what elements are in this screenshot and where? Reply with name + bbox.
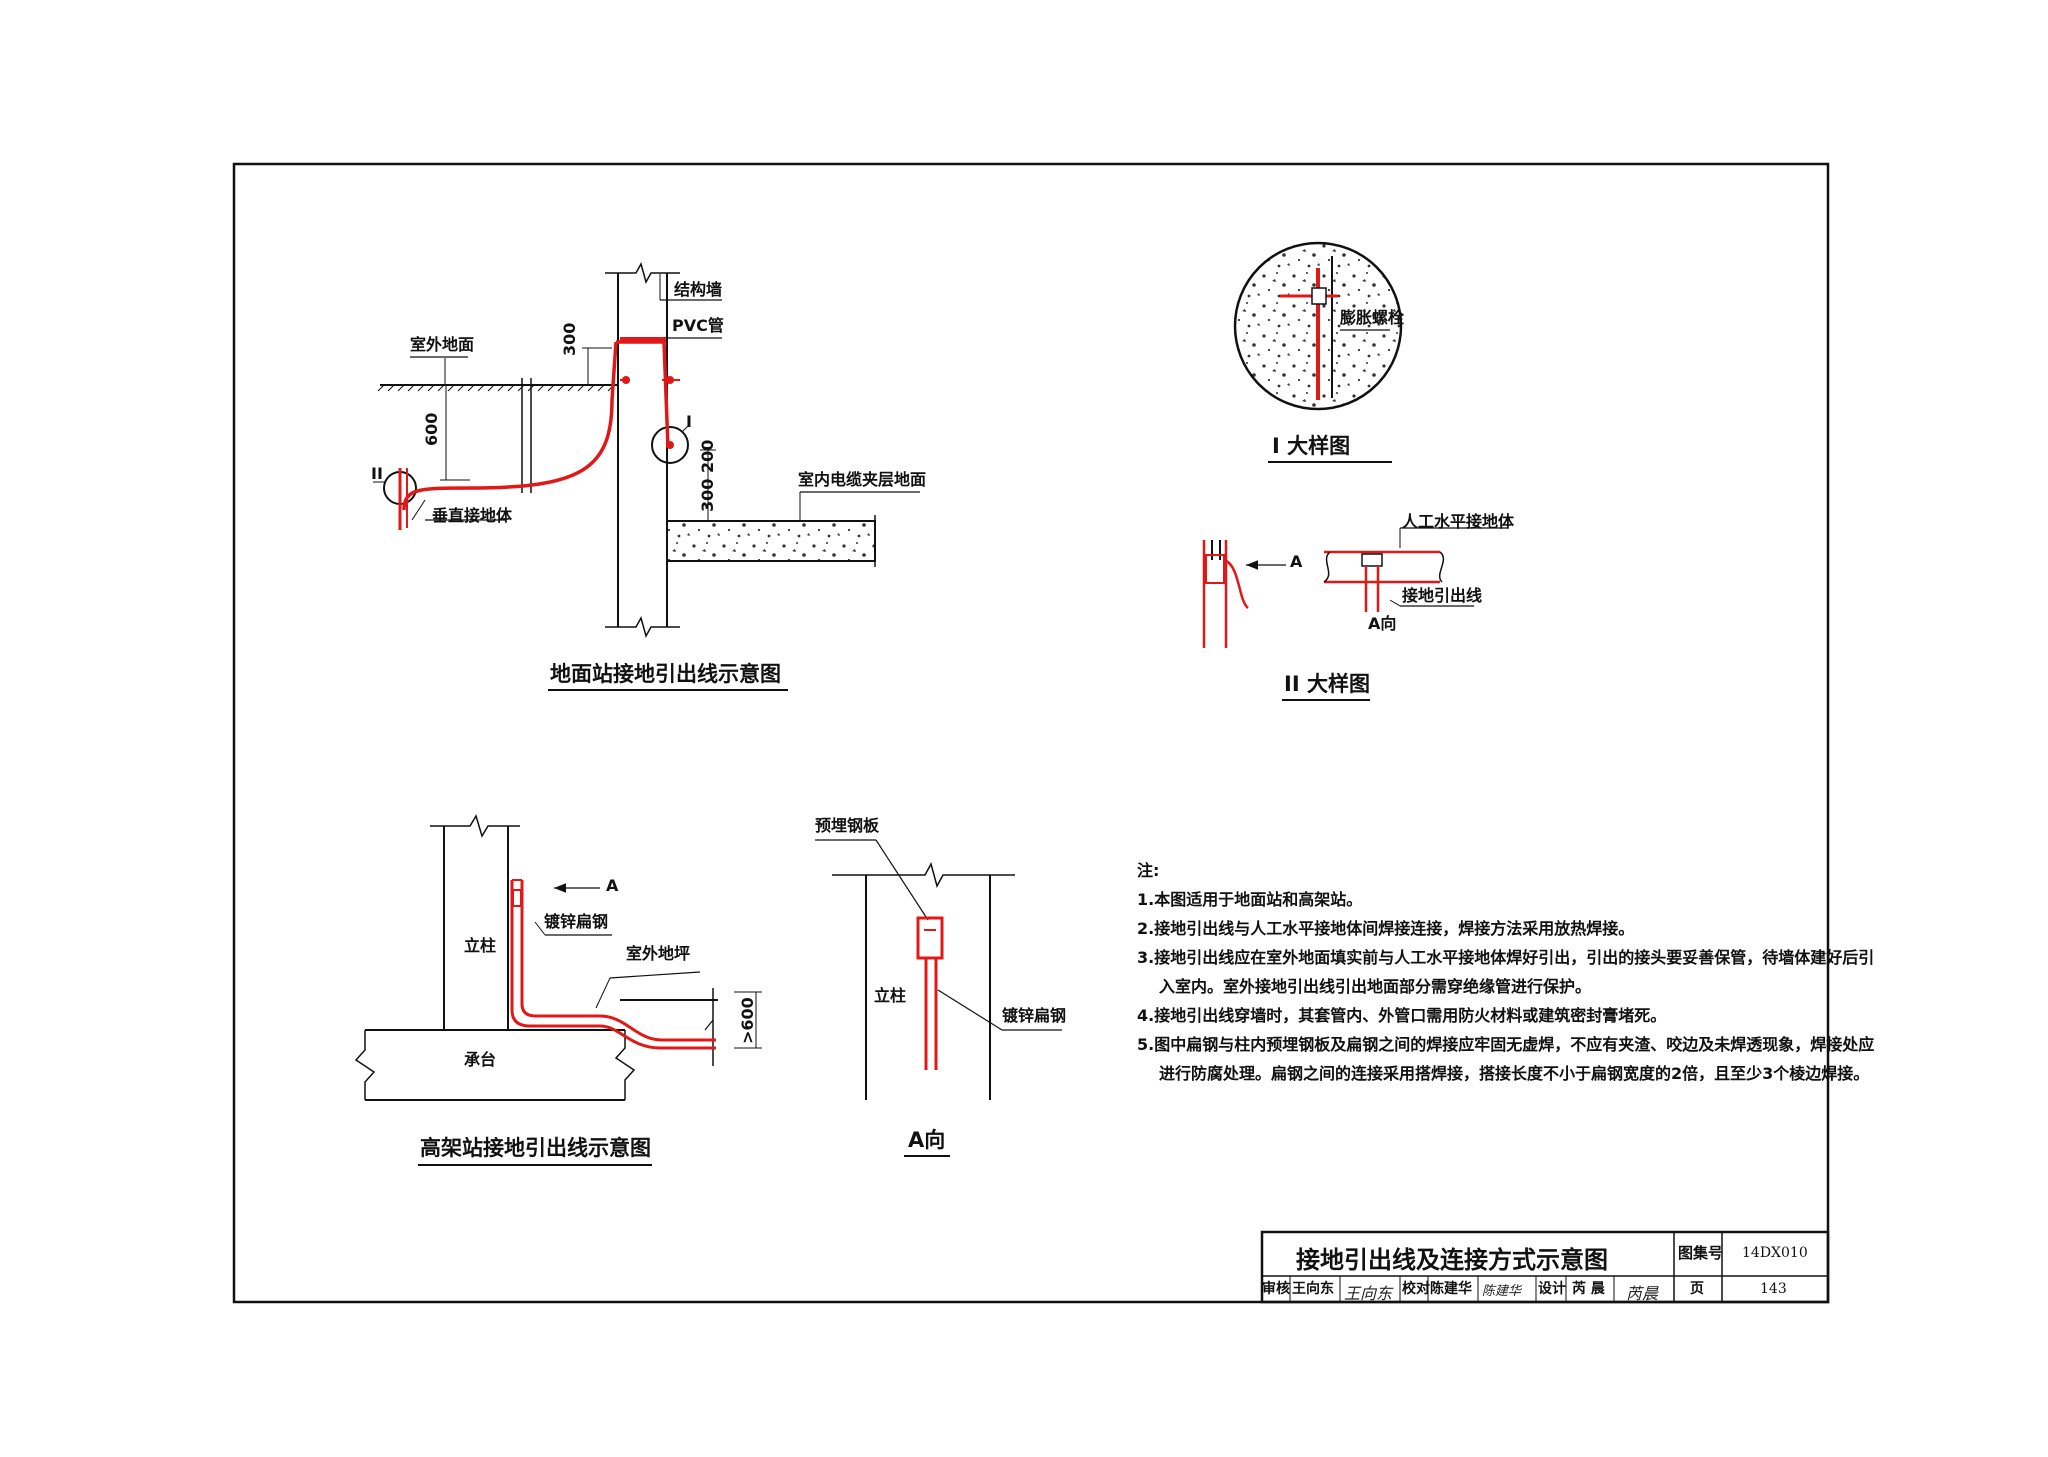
note-item: 2.接地引出线与人工水平接地体间焊接连接，焊接方法采用放热焊接。 [1137, 919, 1635, 938]
caption-elevated-station: 高架站接地引出线示意图 [420, 1136, 651, 1160]
label-outdoor-ground: 室外地面 [410, 335, 475, 354]
drawing-border [232, 162, 1830, 1304]
caption-view-A: A向 [908, 1128, 946, 1152]
note-item: 入室内。室外接地引出线引出地面部分需穿绝缘管进行保护。 [1159, 977, 1592, 996]
label-dim-300: 300 [560, 322, 579, 356]
notes-heading: 注: [1137, 861, 1160, 880]
designer-name: 芮 晨 [1572, 1281, 1605, 1297]
label-view-A-detail: A向 [1368, 614, 1397, 633]
note-item: 3.接地引出线应在室外地面填实前与人工水平接地体焊好引出，引出的接头要妥善保管，… [1137, 948, 1875, 967]
reviewer-name: 王向东 [1292, 1281, 1334, 1297]
label-expansion-bolt: 膨胀螺栓 [1340, 308, 1405, 327]
label-dim-300-200: 300 200 [698, 439, 717, 512]
review-label: 审核 [1262, 1281, 1290, 1297]
page-number: 143 [1760, 1281, 1787, 1297]
label-arrow-A-elevated: A [606, 876, 619, 895]
detail-II-diagram [1202, 527, 1508, 701]
reviewer-signature: 王向东 [1344, 1284, 1393, 1303]
detail-I-diagram [1233, 241, 1403, 463]
marker-II: II [371, 464, 383, 483]
atlas-label: 图集号 [1678, 1244, 1724, 1262]
label-column-view-A: 立柱 [874, 986, 907, 1005]
design-label: 设计 [1538, 1281, 1566, 1297]
label-lead-out: 接地引出线 [1402, 586, 1483, 605]
label-pile-cap: 承台 [464, 1050, 497, 1069]
label-indoor-cable-floor: 室内电缆夹层地面 [798, 470, 927, 489]
view-A-diagram [815, 839, 1062, 1157]
atlas-number: 14DX010 [1742, 1245, 1808, 1261]
label-arrow-A-detail: A [1290, 552, 1303, 571]
ground-station-diagram [373, 262, 920, 638]
label-vertical-electrode: 垂直接地体 [432, 506, 513, 525]
title-block [1260, 1230, 1830, 1304]
marker-I: I [686, 412, 692, 431]
label-dim-600-elevated: >600 [738, 997, 757, 1044]
check-label: 校对 [1402, 1281, 1430, 1297]
caption-detail-II: II 大样图 [1284, 672, 1370, 696]
designer-signature: 芮晨 [1626, 1284, 1659, 1303]
label-galvanized-steel-elevated: 镀锌扁钢 [544, 912, 609, 931]
note-item: 5.图中扁钢与柱内预埋钢板及扁钢之间的焊接应牢固无虚焊，不应有夹渣、咬边及未焊透… [1137, 1035, 1875, 1054]
label-column-elevated: 立柱 [464, 936, 497, 955]
note-item: 进行防腐处理。扁钢之间的连接采用搭焊接，搭接长度不小于扁钢宽度的2倍，且至少3个… [1159, 1064, 1870, 1083]
checker-name: 陈建华 [1430, 1281, 1472, 1297]
elevated-station-diagram [354, 814, 762, 1166]
drawing-title: 接地引出线及连接方式示意图 [1296, 1246, 1608, 1274]
caption-ground-station: 地面站接地引出线示意图 [550, 662, 781, 686]
label-structural-wall: 结构墙 [674, 280, 723, 299]
label-artificial-horizontal: 人工水平接地体 [1402, 512, 1515, 531]
elevated-red-lead [510, 879, 716, 1050]
note-item: 4.接地引出线穿墙时，其套管内、外管口需用防火材料或建筑密封膏堵死。 [1137, 1006, 1667, 1025]
caption-detail-I: I 大样图 [1272, 434, 1351, 458]
label-outdoor-floor: 室外地坪 [626, 944, 691, 963]
label-galvanized-steel-view-A: 镀锌扁钢 [1002, 1006, 1067, 1025]
label-pvc-pipe: PVC管 [672, 316, 724, 335]
checker-signature: 陈建华 [1482, 1284, 1522, 1299]
note-item: 1.本图适用于地面站和高架站。 [1137, 890, 1363, 909]
label-embedded-plate: 预埋钢板 [815, 816, 880, 835]
page-label: 页 [1690, 1281, 1704, 1297]
label-dim-600: 600 [422, 412, 441, 446]
notes-block: 注: 1.本图适用于地面站和高架站。 2.接地引出线与人工水平接地体间焊接连接，… [1137, 856, 1875, 1088]
